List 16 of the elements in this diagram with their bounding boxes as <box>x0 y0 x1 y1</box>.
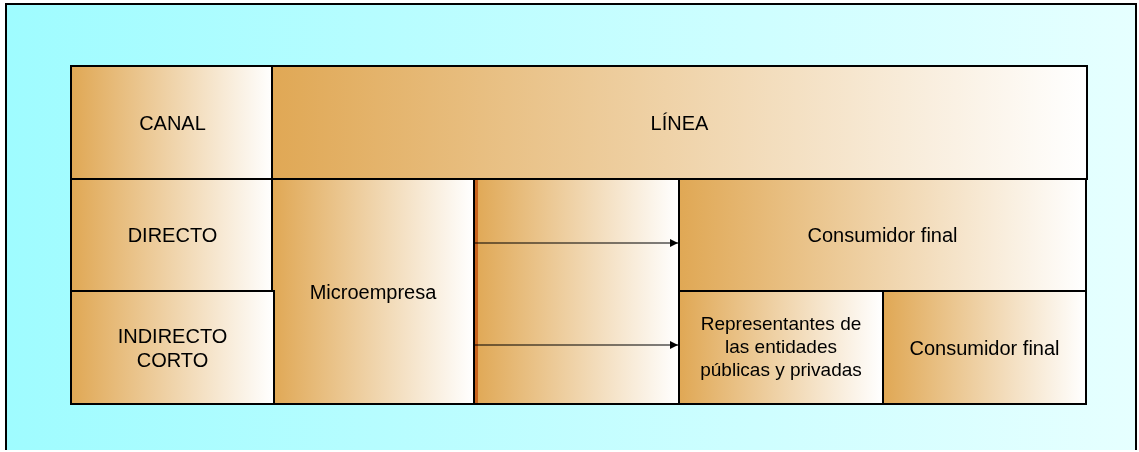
table-cell <box>678 290 884 405</box>
arrow <box>474 239 679 247</box>
cell-text: CANAL <box>138 110 207 135</box>
cell-text: LÍNEA <box>649 110 710 135</box>
cell-text: DIRECTO <box>126 223 219 247</box>
table-cell <box>678 178 1087 292</box>
cell-text: Consumidor final <box>908 335 1061 360</box>
cell-text: INDIRECTO CORTO <box>116 323 229 372</box>
table-cell <box>271 65 1088 180</box>
table-cell <box>882 290 1087 405</box>
table-cell <box>271 178 475 405</box>
cell-text: Consumidor final <box>806 223 959 247</box>
cell-text: Microempresa <box>308 279 438 304</box>
cell-text: Representantes de las entidades públicas y privadas <box>699 313 863 382</box>
arrow <box>474 341 679 349</box>
table-cell <box>70 290 275 405</box>
